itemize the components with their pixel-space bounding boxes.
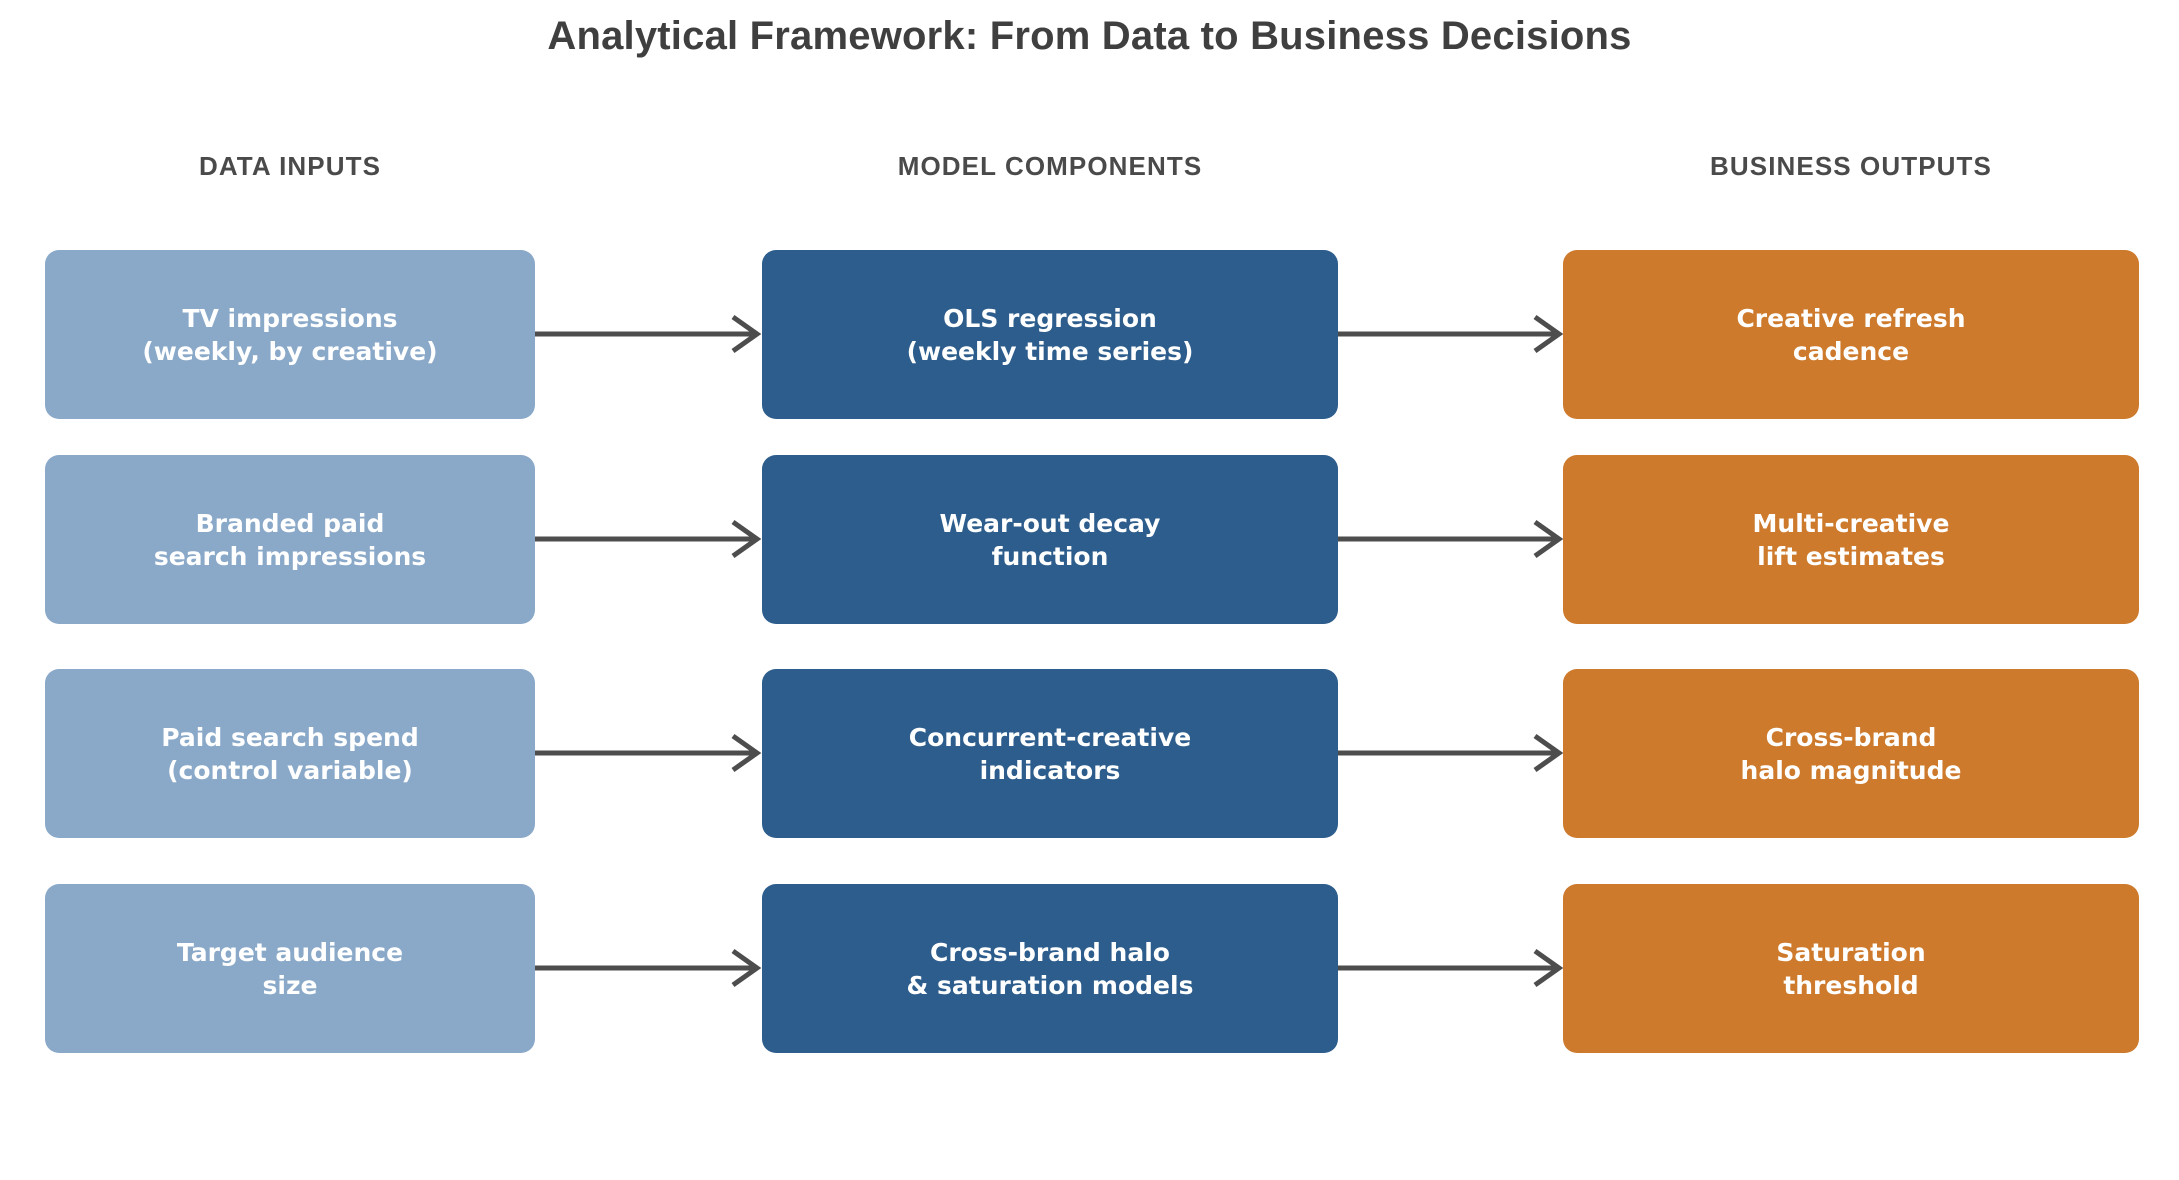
node-saturation-threshold[interactable]: Saturation threshold — [1563, 884, 2139, 1053]
arrow-inputs-to-models-row-2 — [535, 733, 762, 773]
node-label: Target audience size — [176, 937, 404, 1000]
node-multi-creative-lift-estimates[interactable]: Multi-creative lift estimates — [1563, 455, 2139, 624]
node-label: OLS regression (weekly time series) — [906, 303, 1194, 366]
node-concurrent-creative-indicators[interactable]: Concurrent-creative indicators — [762, 669, 1338, 838]
arrow-models-to-outputs-row-1 — [1338, 519, 1564, 559]
arrow-inputs-to-models-row-1 — [535, 519, 762, 559]
node-label: Concurrent-creative indicators — [908, 722, 1192, 785]
node-tv-impressions[interactable]: TV impressions (weekly, by creative) — [45, 250, 535, 419]
column-header-business-outputs: BUSINESS OUTPUTS — [1710, 151, 1992, 181]
page-title: Analytical Framework: From Data to Busin… — [547, 14, 1632, 58]
arrow-models-to-outputs-row-0 — [1338, 314, 1564, 354]
node-label: Cross-brand halo & saturation models — [906, 937, 1194, 1000]
node-label: Cross-brand halo magnitude — [1740, 722, 1962, 785]
node-label: Paid search spend (control variable) — [161, 722, 419, 785]
node-paid-search-spend[interactable]: Paid search spend (control variable) — [45, 669, 535, 838]
arrow-inputs-to-models-row-0 — [535, 314, 762, 354]
node-ols-regression[interactable]: OLS regression (weekly time series) — [762, 250, 1338, 419]
node-label: Wear-out decay function — [939, 508, 1161, 571]
node-label: TV impressions (weekly, by creative) — [142, 303, 438, 366]
arrow-models-to-outputs-row-3 — [1338, 948, 1564, 988]
arrow-models-to-outputs-row-2 — [1338, 733, 1564, 773]
node-cross-brand-halo-magnitude[interactable]: Cross-brand halo magnitude — [1563, 669, 2139, 838]
node-wear-out-decay-function[interactable]: Wear-out decay function — [762, 455, 1338, 624]
arrow-inputs-to-models-row-3 — [535, 948, 762, 988]
node-label: Creative refresh cadence — [1736, 303, 1966, 366]
node-label: Saturation threshold — [1776, 937, 1926, 1000]
node-label: Branded paid search impressions — [153, 508, 427, 571]
node-branded-paid-search-impressions[interactable]: Branded paid search impressions — [45, 455, 535, 624]
column-header-model-components: MODEL COMPONENTS — [897, 151, 1203, 181]
column-header-data-inputs: DATA INPUTS — [198, 151, 382, 181]
node-creative-refresh-cadence[interactable]: Creative refresh cadence — [1563, 250, 2139, 419]
node-target-audience-size[interactable]: Target audience size — [45, 884, 535, 1053]
node-cross-brand-halo-saturation-models[interactable]: Cross-brand halo & saturation models — [762, 884, 1338, 1053]
node-label: Multi-creative lift estimates — [1752, 508, 1950, 571]
